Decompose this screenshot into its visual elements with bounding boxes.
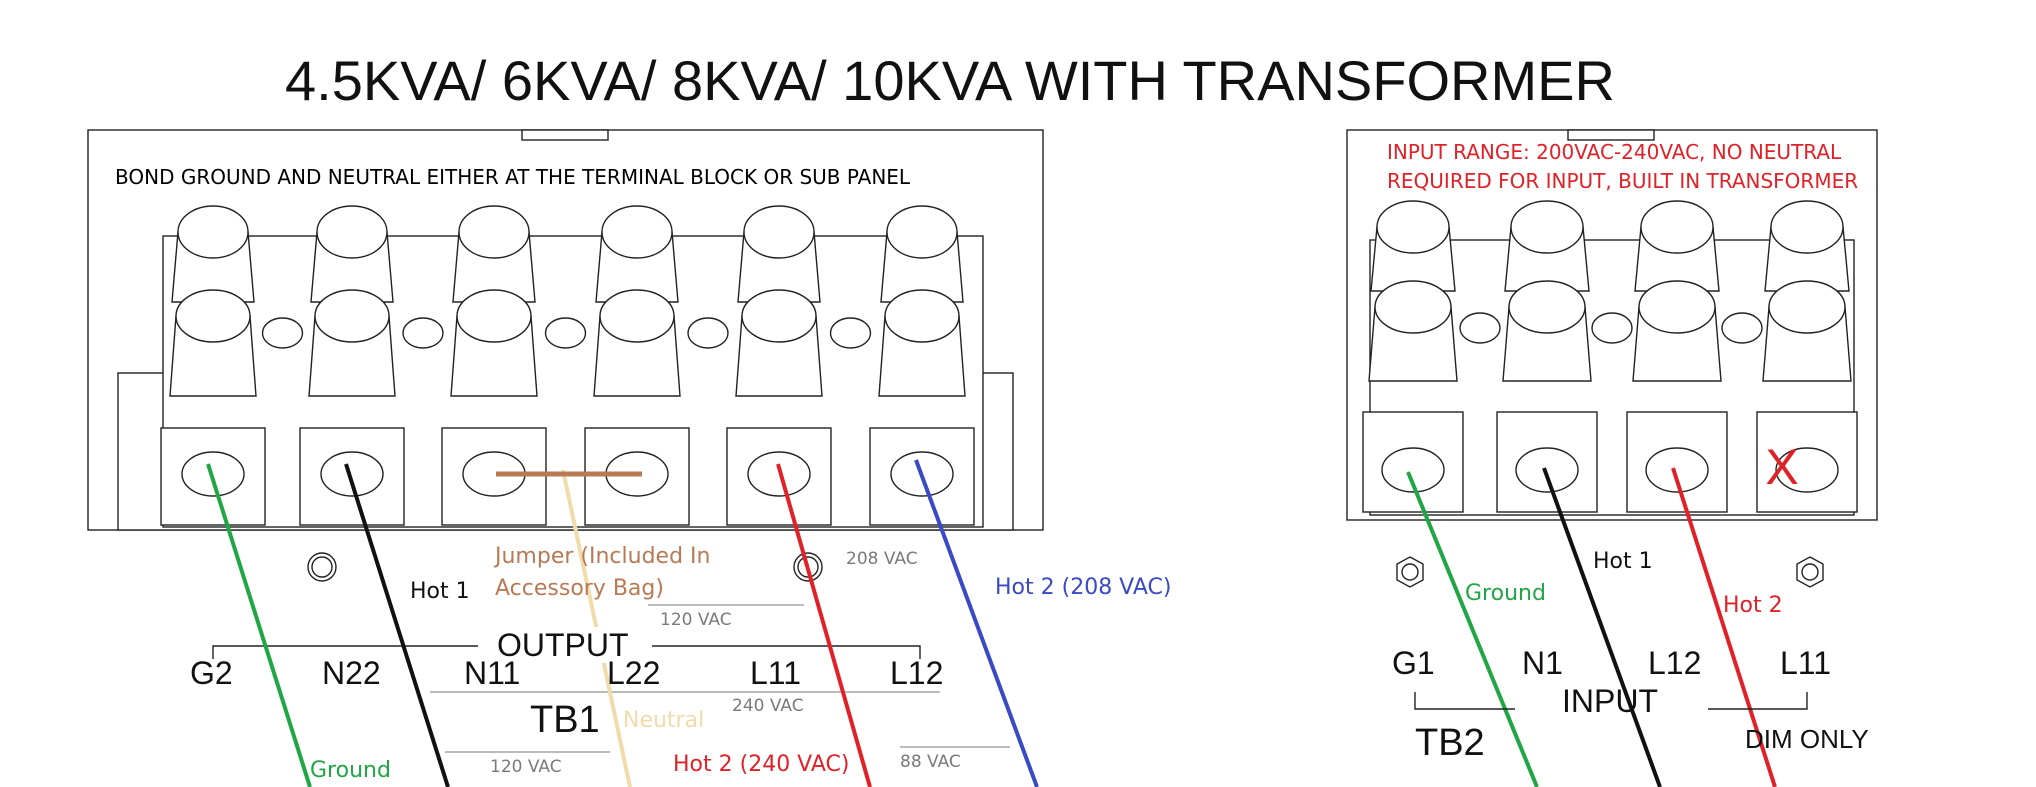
jumper-label-line2: Accessory Bag)	[495, 576, 664, 601]
tb1-block	[87, 129, 1044, 531]
tb2-terminal-g1: G1	[1392, 645, 1435, 681]
tb1-post-4	[584, 205, 690, 526]
tb2-input-bracket	[1414, 692, 1808, 710]
tb1-hot2-240-wire	[776, 463, 872, 787]
tb1-separator-hole	[402, 317, 444, 349]
tb1-hot1-label: Hot 1	[410, 579, 470, 604]
tb2-dim-only-label: DIM ONLY	[1745, 724, 1869, 754]
tb2-hot2-label: Hot 2	[1723, 593, 1783, 618]
tb1-separator-hole	[544, 317, 587, 349]
tb2-input-note-line1: INPUT RANGE: 200VAC-240VAC, NO NEUTRAL	[1387, 140, 1842, 164]
tb2-ground-wire	[1406, 471, 1539, 787]
tb2-post-1	[1362, 200, 1464, 513]
tb2-post-2	[1496, 200, 1598, 513]
v88-label: 88 VAC	[900, 752, 961, 772]
tb2-hot2-wire	[1671, 467, 1777, 787]
jumper-label-line1: Jumper (Included In	[493, 544, 710, 569]
v208-label: 208 VAC	[846, 549, 918, 569]
tb1-hot1-wire	[344, 463, 450, 787]
tb1-terminal-n22: N22	[322, 655, 381, 691]
tb1-terminal-l11: L11	[750, 655, 801, 691]
tb1-ground-label: Ground	[310, 758, 391, 783]
tb2-post-3	[1626, 200, 1728, 513]
tb1-top-tab	[521, 129, 609, 141]
tb2-hot1-wire	[1542, 467, 1662, 787]
tb2-input-label: INPUT	[1562, 683, 1658, 719]
tb1-output-bracket	[212, 645, 921, 659]
tb1-hot2-240-label: Hot 2 (240 VAC)	[673, 752, 849, 777]
tb2-hot1-label: Hot 1	[1593, 549, 1653, 574]
tb1-neutral-label: Neutral	[623, 708, 704, 733]
tb2-separator-hole	[1459, 312, 1501, 344]
tb1-block-label: TB1	[530, 699, 600, 741]
tb1-terminal-l22: L22	[607, 655, 660, 691]
tb1-terminal-g2: G2	[190, 655, 233, 691]
tb1-ground-wire	[206, 463, 312, 787]
tb2-input-note-line2: REQUIRED FOR INPUT, BUILT IN TRANSFORMER	[1387, 169, 1858, 193]
tb2-l11-x-mark: X	[1765, 439, 1798, 495]
tb1-separator-hole	[829, 317, 872, 349]
tb2-mount-screw-left	[1396, 556, 1424, 588]
tb1-post-6	[869, 205, 975, 526]
v120-bottom-label: 120 VAC	[490, 757, 562, 777]
tb1-output-label: OUTPUT	[497, 627, 629, 663]
tb1-bond-note: BOND GROUND AND NEUTRAL EITHER AT THE TE…	[115, 165, 911, 189]
tb1-hot2-208-wire	[914, 459, 1039, 787]
tb2-block-label: TB2	[1415, 722, 1485, 764]
tb2-separator-hole	[1591, 312, 1633, 344]
diagram-title: 4.5KVA/ 6KVA/ 8KVA/ 10KVA WITH TRANSFORM…	[285, 49, 1615, 112]
tb1-terminal-n11: N11	[464, 655, 520, 691]
tb2-mount-screw-right	[1796, 556, 1824, 588]
tb2-ground-label: Ground	[1465, 581, 1546, 606]
tb1-post-3	[441, 205, 547, 526]
output-label-bg	[490, 627, 650, 663]
tb1-hot2-208-label: Hot 2 (208 VAC)	[995, 575, 1171, 600]
tb2-top-tab	[1567, 129, 1655, 141]
tb1-mount-screw-left	[307, 552, 337, 582]
tb1-post-5	[726, 205, 832, 526]
tb2-post-4	[1756, 200, 1858, 513]
tb2-block	[1346, 129, 1878, 521]
tb2-terminal-n1: N1	[1522, 645, 1563, 681]
v240-label: 240 VAC	[732, 696, 804, 716]
tb1-terminal-body	[162, 235, 984, 528]
tb2-terminal-l12: L12	[1648, 645, 1701, 681]
tb1-separator-hole	[687, 317, 729, 349]
tb2-separator-hole	[1721, 312, 1763, 344]
tb1-separator-hole	[261, 317, 304, 349]
tb2-terminal-l11: L11	[1780, 645, 1831, 681]
v120-top-label: 120 VAC	[660, 610, 732, 630]
tb1-terminal-l12: L12	[890, 655, 943, 691]
